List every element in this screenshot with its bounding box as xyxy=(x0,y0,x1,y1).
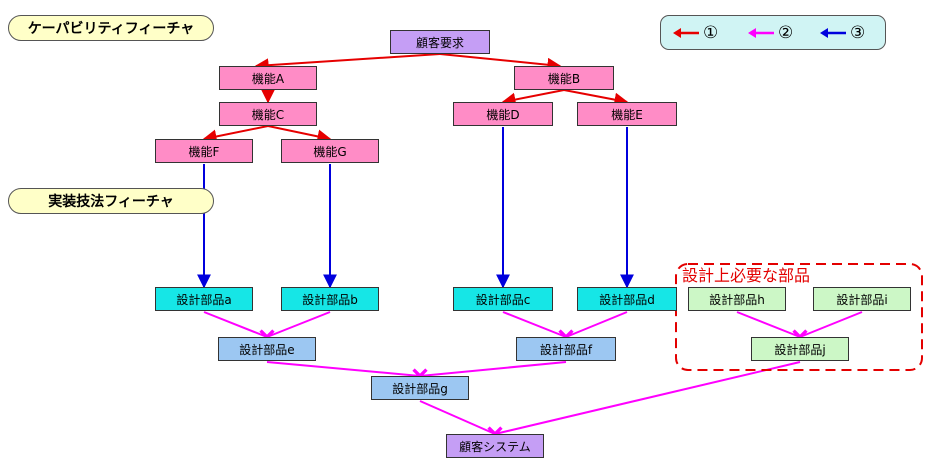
red-arrow-icon xyxy=(673,28,699,38)
legend-label-1: ① xyxy=(703,23,719,43)
design-part-e-node: 設計部品e xyxy=(218,337,316,361)
function-f-node: 機能F xyxy=(155,139,253,163)
design-part-j-node: 設計部品j xyxy=(751,337,849,361)
design-part-e-text: 設計部品e xyxy=(239,342,295,357)
function-c-text: 機能C xyxy=(251,107,285,122)
edge-b-to-e xyxy=(563,89,629,107)
edge-part-b-to-e xyxy=(259,311,331,345)
edge-part-i-to-j xyxy=(792,311,863,345)
legend: ① ② ③ xyxy=(660,15,886,50)
legend-item-2: ② xyxy=(746,23,793,43)
customer-system-node: 顧客システム xyxy=(446,434,544,458)
edge-c-to-f xyxy=(202,125,269,144)
design-part-b-node: 設計部品b xyxy=(281,287,379,311)
blue-arrow-icon xyxy=(820,28,846,38)
capability-feature-text: ケーパビリティフィーチャ xyxy=(27,21,195,37)
edge-part-e-to-g xyxy=(266,361,428,384)
legend-item-3: ③ xyxy=(818,23,865,43)
design-part-j-text: 設計部品j xyxy=(774,342,826,357)
capability-feature-label: ケーパビリティフィーチャ xyxy=(8,15,214,41)
function-d-node: 機能D xyxy=(453,102,553,126)
design-part-g-node: 設計部品g xyxy=(371,376,469,400)
customer-requirement-text: 顧客要求 xyxy=(415,35,464,50)
edge-part-f-to-g xyxy=(412,361,567,384)
edge-part-g-to-system xyxy=(419,400,503,442)
design-part-c-node: 設計部品c xyxy=(453,287,553,311)
design-part-f-node: 設計部品f xyxy=(516,337,616,361)
function-b-node: 機能B xyxy=(514,66,614,90)
customer-requirement-node: 顧客要求 xyxy=(390,30,490,54)
design-part-b-text: 設計部品b xyxy=(302,292,358,307)
customer-system-text: 顧客システム xyxy=(459,439,531,454)
function-c-node: 機能C xyxy=(219,102,317,126)
edge-part-a-to-e xyxy=(203,311,275,345)
design-part-f-text: 設計部品f xyxy=(539,342,593,357)
edge-part-j-to-system xyxy=(487,361,801,442)
design-part-h-node: 設計部品h xyxy=(688,287,786,311)
design-part-g-text: 設計部品g xyxy=(392,381,448,396)
design-part-i-text: 設計部品i xyxy=(836,292,888,307)
legend-item-1: ① xyxy=(671,23,718,43)
legend-label-2: ② xyxy=(778,23,794,43)
legend-label-3: ③ xyxy=(850,23,866,43)
design-part-d-node: 設計部品d xyxy=(577,287,677,311)
design-part-a-text: 設計部品a xyxy=(176,292,232,307)
implementation-feature-label: 実装技法フィーチャ xyxy=(8,188,214,214)
edge-req-to-a xyxy=(254,53,441,73)
function-e-node: 機能E xyxy=(577,102,677,126)
function-a-node: 機能A xyxy=(219,66,317,90)
design-part-d-text: 設計部品d xyxy=(599,292,655,307)
function-e-text: 機能E xyxy=(611,107,643,122)
edge-b-to-d xyxy=(501,89,565,107)
edge-part-h-to-j xyxy=(736,311,808,345)
function-g-text: 機能G xyxy=(313,144,347,159)
edge-part-d-to-f xyxy=(558,311,628,345)
design-part-c-text: 設計部品c xyxy=(475,292,531,307)
design-part-i-node: 設計部品i xyxy=(813,287,911,311)
implementation-feature-text: 実装技法フィーチャ xyxy=(48,194,174,210)
function-a-text: 機能A xyxy=(251,71,285,86)
required-parts-group-border xyxy=(675,263,923,371)
edge-req-to-b xyxy=(439,53,562,72)
function-f-text: 機能F xyxy=(188,144,220,159)
design-part-a-node: 設計部品a xyxy=(155,287,253,311)
design-part-h-text: 設計部品h xyxy=(709,292,765,307)
function-d-text: 機能D xyxy=(486,107,520,122)
function-g-node: 機能G xyxy=(281,139,379,163)
required-parts-group-label: 設計上必要な部品 xyxy=(682,266,811,285)
magenta-arrow-icon xyxy=(748,28,774,38)
edge-c-to-g xyxy=(267,125,332,144)
edge-part-c-to-f xyxy=(502,311,574,345)
function-b-text: 機能B xyxy=(547,71,581,86)
